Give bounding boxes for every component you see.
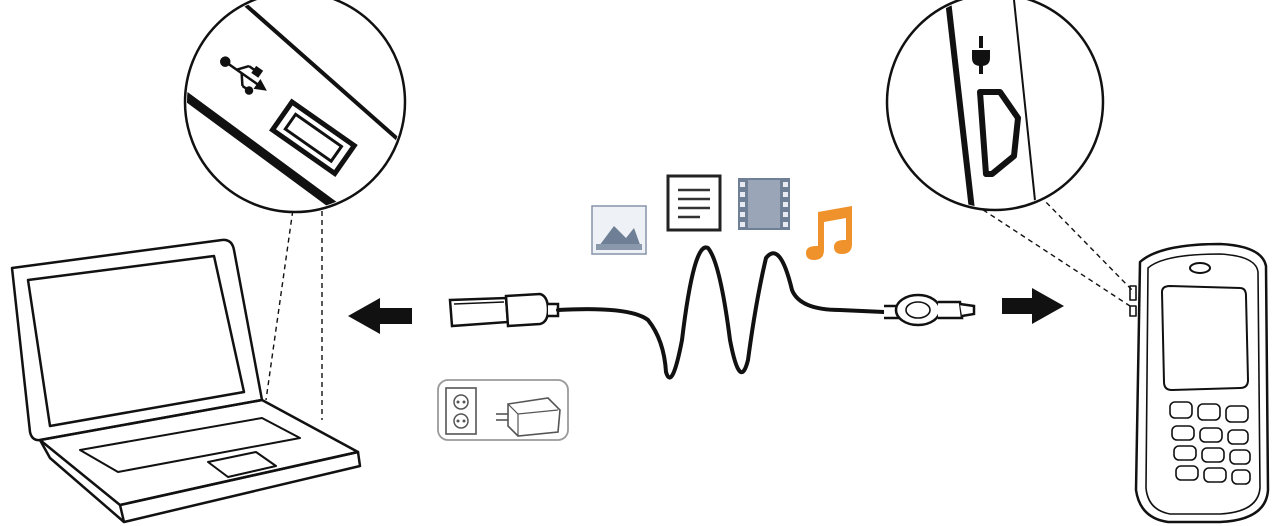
usb-cable <box>448 245 976 380</box>
video-file-icon <box>738 178 790 230</box>
wall-charger-icon <box>437 379 569 441</box>
arrow-left-icon <box>348 298 412 334</box>
document-file-icon <box>666 174 722 232</box>
arrow-right-icon <box>1002 288 1064 324</box>
laptop-usb-port-zoom <box>183 0 407 214</box>
laptop-zoom-lines <box>265 201 323 420</box>
music-note-icon <box>806 206 852 260</box>
phone-zoom-lines <box>967 195 1133 307</box>
usb-a-plug <box>448 292 560 328</box>
micro-usb-plug <box>884 293 976 327</box>
usb-symbol-icon <box>220 56 267 95</box>
phone-charging-port-zoom <box>885 0 1105 212</box>
laptop <box>10 238 362 524</box>
image-file-icon <box>591 205 647 255</box>
mobile-phone <box>1129 242 1270 524</box>
power-plug-icon <box>972 36 990 74</box>
cable-wire <box>556 245 886 380</box>
